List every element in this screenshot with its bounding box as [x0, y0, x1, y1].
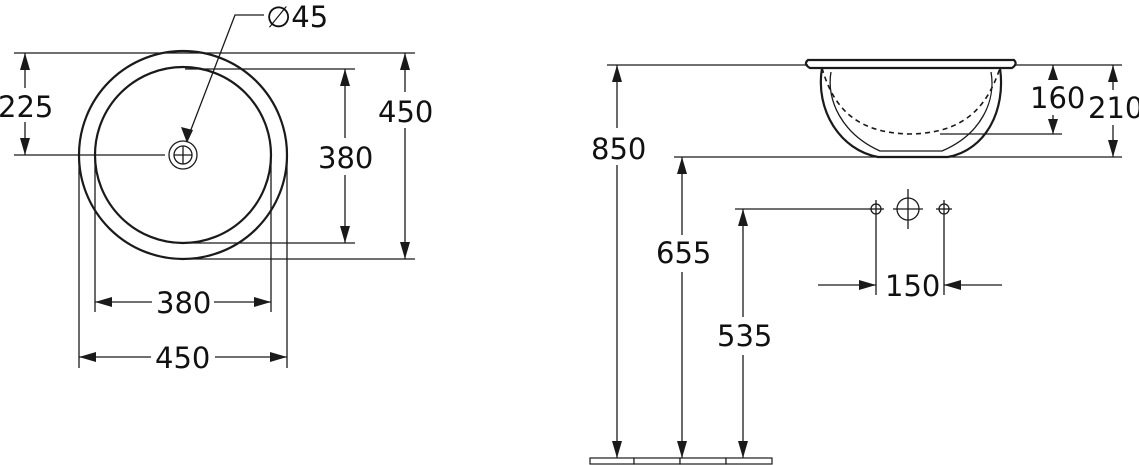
width-380-label: 380 — [156, 286, 211, 320]
side-view: 850 655 535 160 — [589, 58, 1139, 465]
dim-210: 210 — [1088, 65, 1139, 157]
width-450-label: 450 — [155, 341, 210, 375]
dim-380-horizontal: 380 — [95, 286, 271, 320]
tap-holes — [868, 189, 952, 229]
offset-225-label: 225 — [0, 90, 53, 124]
dim-535: 535 — [717, 209, 772, 460]
tap-spacing-150-label: 150 — [885, 269, 940, 303]
total-height-210-label: 210 — [1088, 91, 1139, 125]
dim-655: 655 — [656, 157, 711, 460]
floor-line — [589, 457, 773, 465]
height-380-label: 380 — [318, 141, 373, 175]
dim-380-vertical: 380 — [318, 69, 373, 243]
drain-diameter-label: ∅45 — [266, 0, 328, 34]
dim-160: 160 — [1030, 65, 1085, 134]
drain-outer-circle — [168, 140, 198, 170]
bowl-depth-160-label: 160 — [1030, 81, 1085, 115]
rim-height-850-label: 850 — [591, 132, 646, 166]
top-view: ∅45 225 450 380 — [0, 0, 433, 375]
tap-height-535-label: 535 — [717, 319, 772, 353]
dim-150: 150 — [818, 218, 1002, 303]
height-450-label: 450 — [378, 95, 433, 129]
dim-450-horizontal: 450 — [79, 341, 287, 375]
dim-450-vertical: 450 — [378, 53, 433, 259]
dim-850: 850 — [591, 65, 646, 460]
basin-profile — [804, 58, 1017, 159]
drain-leader-line — [186, 14, 264, 141]
dim-225: 225 — [0, 53, 53, 155]
bottom-height-655-label: 655 — [656, 236, 711, 270]
